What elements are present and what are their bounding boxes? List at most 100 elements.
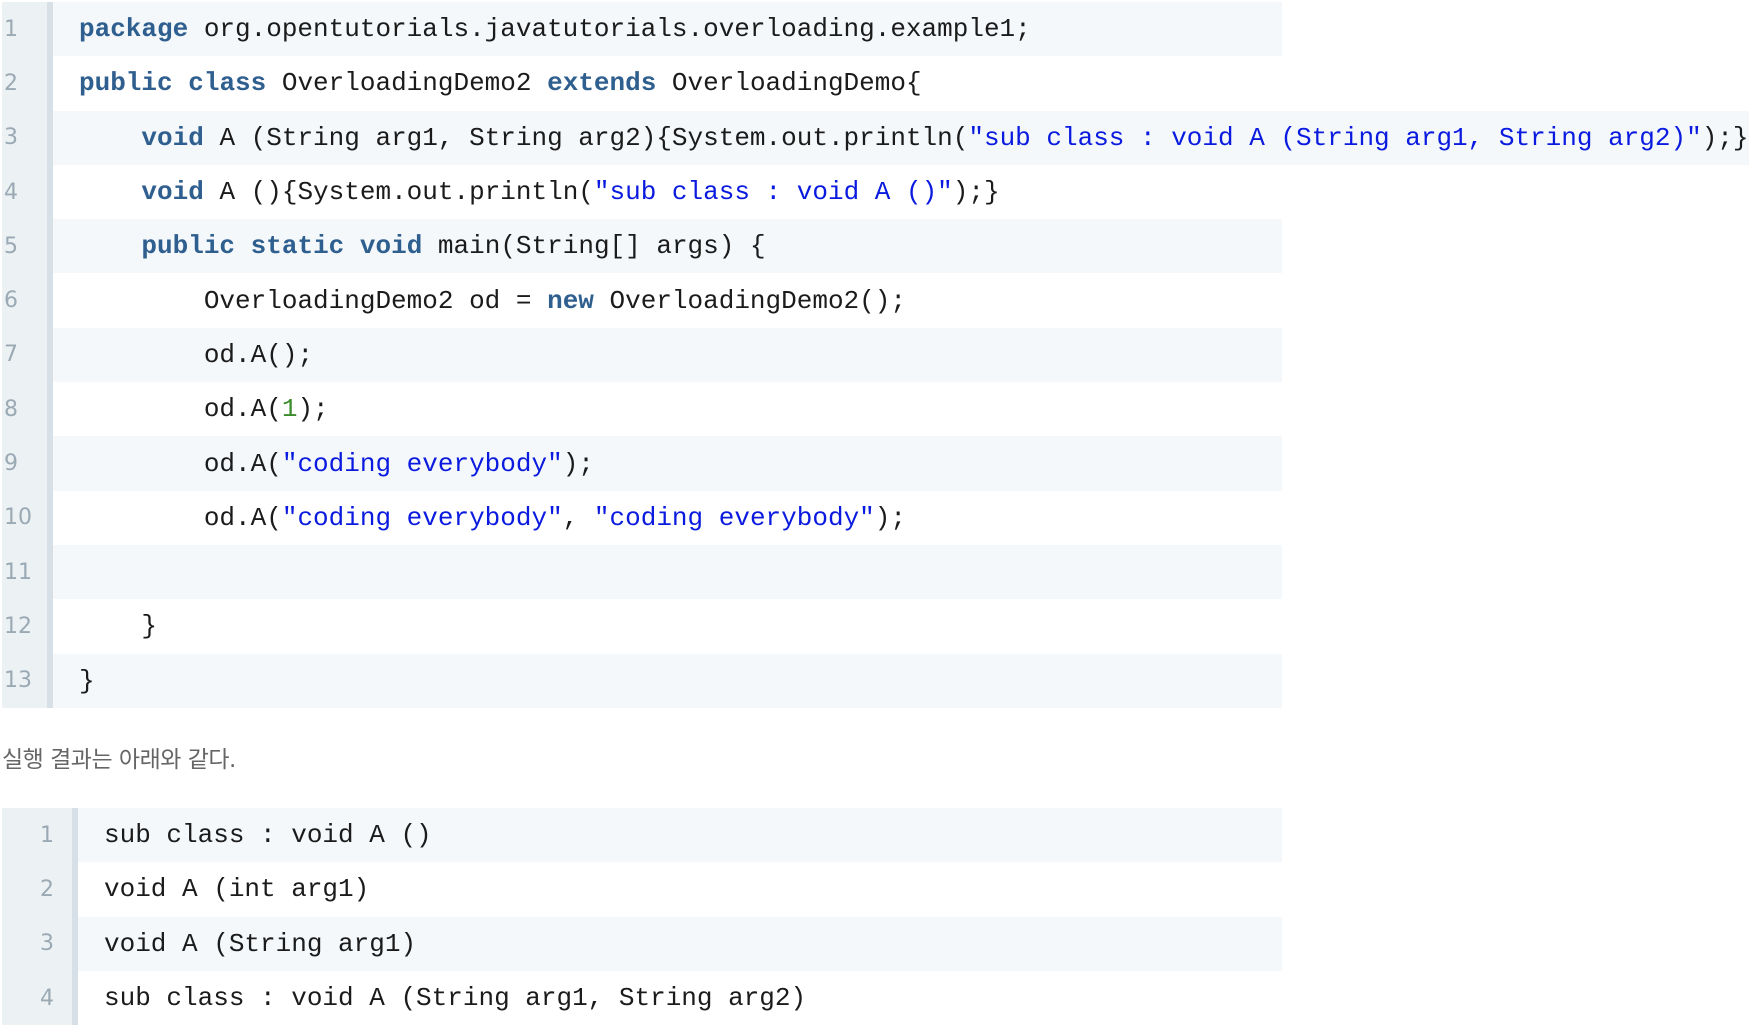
- code-line: 4 void A (){System.out.println("sub clas…: [2, 164, 1282, 220]
- code-text: void A (String arg1, String arg2){System…: [53, 110, 1749, 165]
- line-number: 4: [2, 164, 53, 220]
- code-token: );}: [1701, 122, 1749, 153]
- indent: [79, 503, 204, 533]
- code-text: OverloadingDemo2 od = new OverloadingDem…: [53, 273, 1282, 328]
- code-token: od.A(: [203, 502, 282, 533]
- code-line: 11: [2, 544, 1282, 600]
- code-line: 10 od.A("coding everybody", "coding ever…: [2, 490, 1282, 545]
- indent: [79, 394, 204, 424]
- code-text: }: [53, 599, 1282, 654]
- result-caption: 실행 결과는 아래와 같다.: [2, 747, 236, 773]
- output-text: sub class : void A (): [78, 808, 1282, 863]
- code-line: 7 od.A();: [2, 327, 1282, 383]
- code-string: "coding everybody": [281, 502, 563, 533]
- code-keyword: package: [79, 14, 189, 45]
- code-keyword: static: [250, 231, 345, 262]
- indent: [79, 340, 204, 370]
- code-number: 1: [281, 394, 298, 425]
- line-number: 6: [2, 273, 53, 328]
- code-token: OverloadingDemo2 od =: [203, 285, 548, 316]
- line-number: 11: [2, 544, 53, 600]
- code-token: [173, 68, 189, 98]
- code-keyword: public: [141, 231, 236, 262]
- code-token: );: [874, 502, 906, 533]
- code-keyword: void: [141, 177, 204, 208]
- code-token: OverloadingDemo2();: [593, 285, 906, 316]
- line-number: 13: [2, 653, 53, 708]
- line-number: 10: [2, 490, 53, 545]
- line-number: 1: [2, 2, 53, 57]
- code-string: "coding everybody": [593, 502, 875, 533]
- line-number: 8: [2, 382, 53, 437]
- code-keyword: void: [359, 231, 423, 262]
- output-text: void A (String arg1): [78, 916, 1282, 971]
- code-token: OverloadingDemo2: [266, 68, 548, 99]
- code-keyword: public: [79, 68, 173, 99]
- code-string: "sub class : void A ()": [593, 177, 953, 208]
- indent: [79, 286, 204, 316]
- code-text: public class OverloadingDemo2 extends Ov…: [53, 56, 1282, 111]
- line-number: 9: [2, 436, 53, 491]
- code-token: );: [297, 394, 329, 425]
- code-text: public static void main(String[] args) {: [53, 219, 1282, 274]
- code-token: od.A(: [203, 448, 282, 479]
- code-token: [344, 231, 360, 261]
- line-number: 1: [2, 808, 78, 863]
- line-number: 4: [2, 970, 78, 1026]
- line-number: 2: [2, 862, 78, 917]
- code-string: "coding everybody": [281, 448, 563, 479]
- code-line: 6 OverloadingDemo2 od = new OverloadingD…: [2, 273, 1282, 328]
- code-text: od.A();: [53, 327, 1282, 383]
- output-text: sub class : void A (String arg1, String …: [78, 970, 1282, 1026]
- line-number: 5: [2, 219, 53, 274]
- code-token: od.A();: [203, 339, 314, 370]
- code-token: od.A(: [203, 394, 282, 425]
- code-token: );: [562, 448, 594, 479]
- indent: [79, 611, 141, 641]
- line-number: 7: [2, 327, 53, 383]
- code-line: 3 void A (String arg1, String arg2){Syst…: [2, 110, 1749, 165]
- code-text: [53, 544, 1282, 600]
- code-keyword: void: [141, 122, 204, 153]
- code-text: }: [53, 653, 1282, 708]
- output-text: void A (int arg1): [78, 862, 1282, 917]
- code-line: 5 public static void main(String[] args)…: [2, 219, 1282, 274]
- code-line: 12 }: [2, 599, 1282, 654]
- code-string: "sub class : void A (String arg1, String…: [968, 122, 1702, 153]
- code-text: package org.opentutorials.javatutorials.…: [53, 2, 1282, 57]
- line-number: 12: [2, 599, 53, 654]
- code-token: ,: [562, 502, 594, 533]
- code-line: 8 od.A(1);: [2, 382, 1282, 437]
- indent: [79, 231, 141, 261]
- code-token: main(String[] args) {: [422, 231, 766, 262]
- code-text: od.A(1);: [53, 382, 1282, 437]
- indent: [79, 123, 141, 153]
- code-text: od.A("coding everybody", "coding everybo…: [53, 490, 1282, 545]
- code-line: 13}: [2, 653, 1282, 708]
- code-keyword: class: [188, 68, 267, 99]
- code-token: A (String arg1, String arg2){System.out.…: [203, 122, 969, 153]
- code-line: 9 od.A("coding everybody");: [2, 436, 1282, 491]
- code-token: A (){System.out.println(: [203, 177, 594, 208]
- code-keyword: extends: [547, 68, 657, 99]
- line-number: 3: [2, 110, 53, 165]
- indent: [79, 177, 141, 207]
- code-token: }: [79, 665, 95, 696]
- line-number: 3: [2, 916, 78, 971]
- indent: [79, 449, 204, 479]
- code-token: [235, 231, 251, 261]
- line-number: 2: [2, 56, 53, 111]
- code-token: );}: [952, 177, 1000, 208]
- code-keyword: new: [547, 285, 594, 316]
- code-text: od.A("coding everybody");: [53, 436, 1282, 491]
- code-token: }: [141, 611, 158, 642]
